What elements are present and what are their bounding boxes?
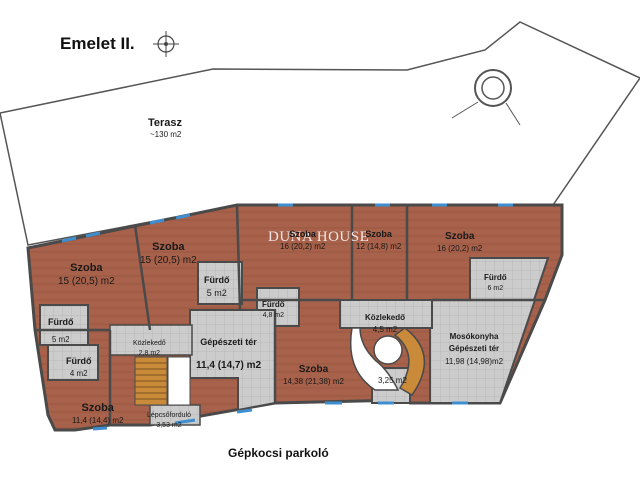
terrace-area-label: ~130 m2: [150, 130, 182, 139]
room-label-szoba-e1: Szoba 16 (20,2) m2: [437, 231, 483, 254]
bath-room-4: [469, 257, 550, 301]
room-label-szoba-c1: Szoba 16 (20,2) m2: [280, 229, 326, 252]
room-label-stair-area: 3,25 m2: [378, 376, 407, 385]
room-label-furdo-1: Fürdő 5 m2: [48, 317, 74, 345]
interior-walls: [35, 204, 545, 425]
room-label-szoba-s: Szoba 14,38 (21,38) m2: [283, 364, 344, 387]
room-label-furdo-4: Fürdő 6 m2: [484, 273, 507, 293]
hallway-2: [109, 324, 193, 356]
room-label-szoba-sw: Szoba 11,4 (14,4) m2: [72, 402, 124, 426]
room-label-kozlekedo-1: Közlekedő 4,5 m2: [365, 313, 406, 335]
straight-staircase: [134, 356, 191, 406]
compass-icon: [153, 31, 179, 57]
hallway-1: [339, 299, 433, 329]
windows: [61, 203, 513, 431]
room-label-kozlekedo-2: Közlekedő 2,8 m2: [133, 340, 166, 358]
parking-label: Gépkocsi parkoló: [228, 446, 329, 460]
room-label-mosokonyha: Mosókonyha Gépészeti tér 11,98 (14,98)m2: [445, 332, 504, 366]
floor-title: Emelet II.: [60, 34, 135, 53]
room-label-furdo-3: Fürdő 4,8 m2: [262, 300, 285, 320]
terrace-label: Terasz: [148, 117, 183, 129]
room-label-szoba-w2: Szoba 15 (20,5) m2: [140, 241, 197, 267]
room-label-szoba-c2: Szoba 12 (14,8) m2: [356, 229, 402, 252]
room-label-furdo-5: Fürdő 4 m2: [66, 356, 92, 379]
room-label-furdo-2: Fürdő 5 m2: [204, 275, 230, 299]
room-label-lepcsofordulo: Lépcsőforduló 3,53 m2: [147, 412, 191, 430]
terrace-round-feature: [474, 69, 512, 107]
bath-room-2: [197, 261, 243, 305]
brand-watermark: DUNA HOUSE: [268, 229, 370, 245]
bath-room-5: [47, 344, 99, 381]
spiral-staircase: [349, 327, 426, 396]
room-label-szoba-w1: Szoba 15 (20,5) m2: [58, 262, 115, 288]
room-label-gepeszeti: Gépészeti tér 11,4 (14,7) m2: [196, 337, 262, 372]
